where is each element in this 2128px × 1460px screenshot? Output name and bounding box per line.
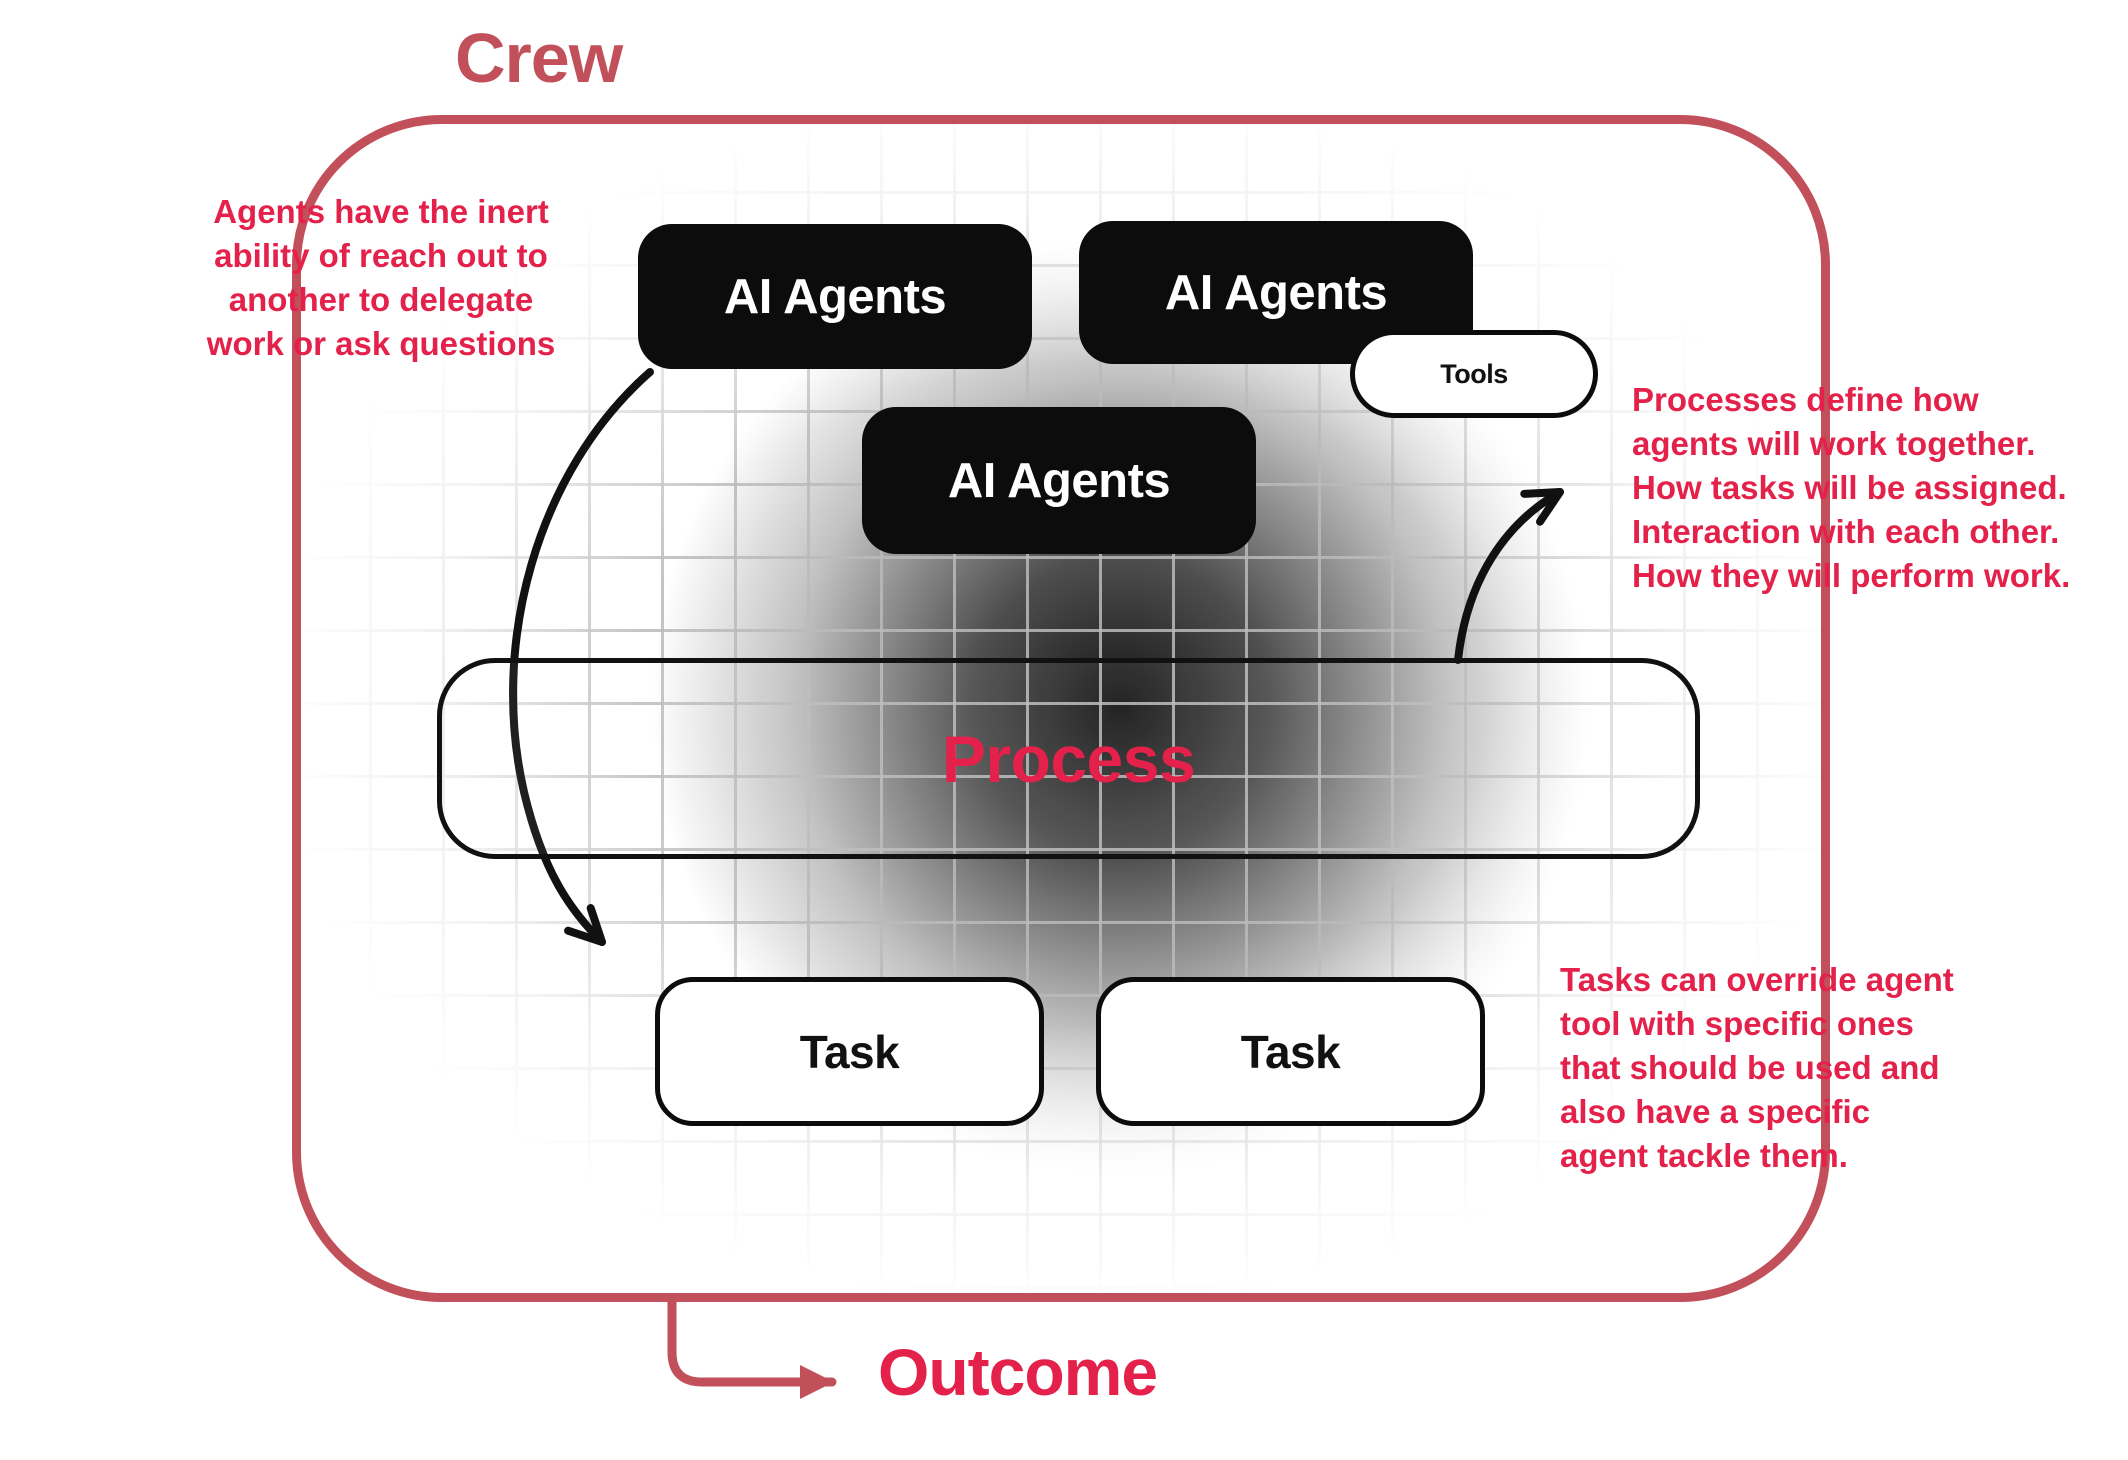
tasks-note: Tasks can override agent tool with speci… [1560,961,1954,1174]
process-arrow [1454,488,1564,664]
process-box: Process [437,658,1700,859]
outcome-label: Outcome [878,1335,1158,1409]
delegation-arrow [509,368,654,946]
process-note: Processes define how agents will work to… [1632,381,2071,594]
task-box-1: Task [655,977,1044,1126]
delegation-note: Agents have the inert ability of reach o… [206,193,556,362]
ai-agents-label-1: AI Agents [723,269,947,324]
task-label-1: Task [799,1025,900,1078]
ai-agents-label-3: AI Agents [947,453,1171,508]
task-box-2: Task [1096,977,1485,1126]
tools-label: Tools [1440,358,1508,389]
crew-boundary-box [292,115,1830,1302]
tools-box: Tools [1350,330,1598,418]
ai-agents-label-2: AI Agents [1164,265,1388,320]
process-label: Process [941,721,1196,796]
crew-title: Crew [455,19,623,97]
outcome-arrow [667,1293,837,1399]
task-label-2: Task [1240,1025,1341,1078]
ai-agents-box-1: AI Agents [638,224,1032,369]
background-vignette [246,62,1880,1358]
ai-agents-box-3: AI Agents [862,407,1256,554]
